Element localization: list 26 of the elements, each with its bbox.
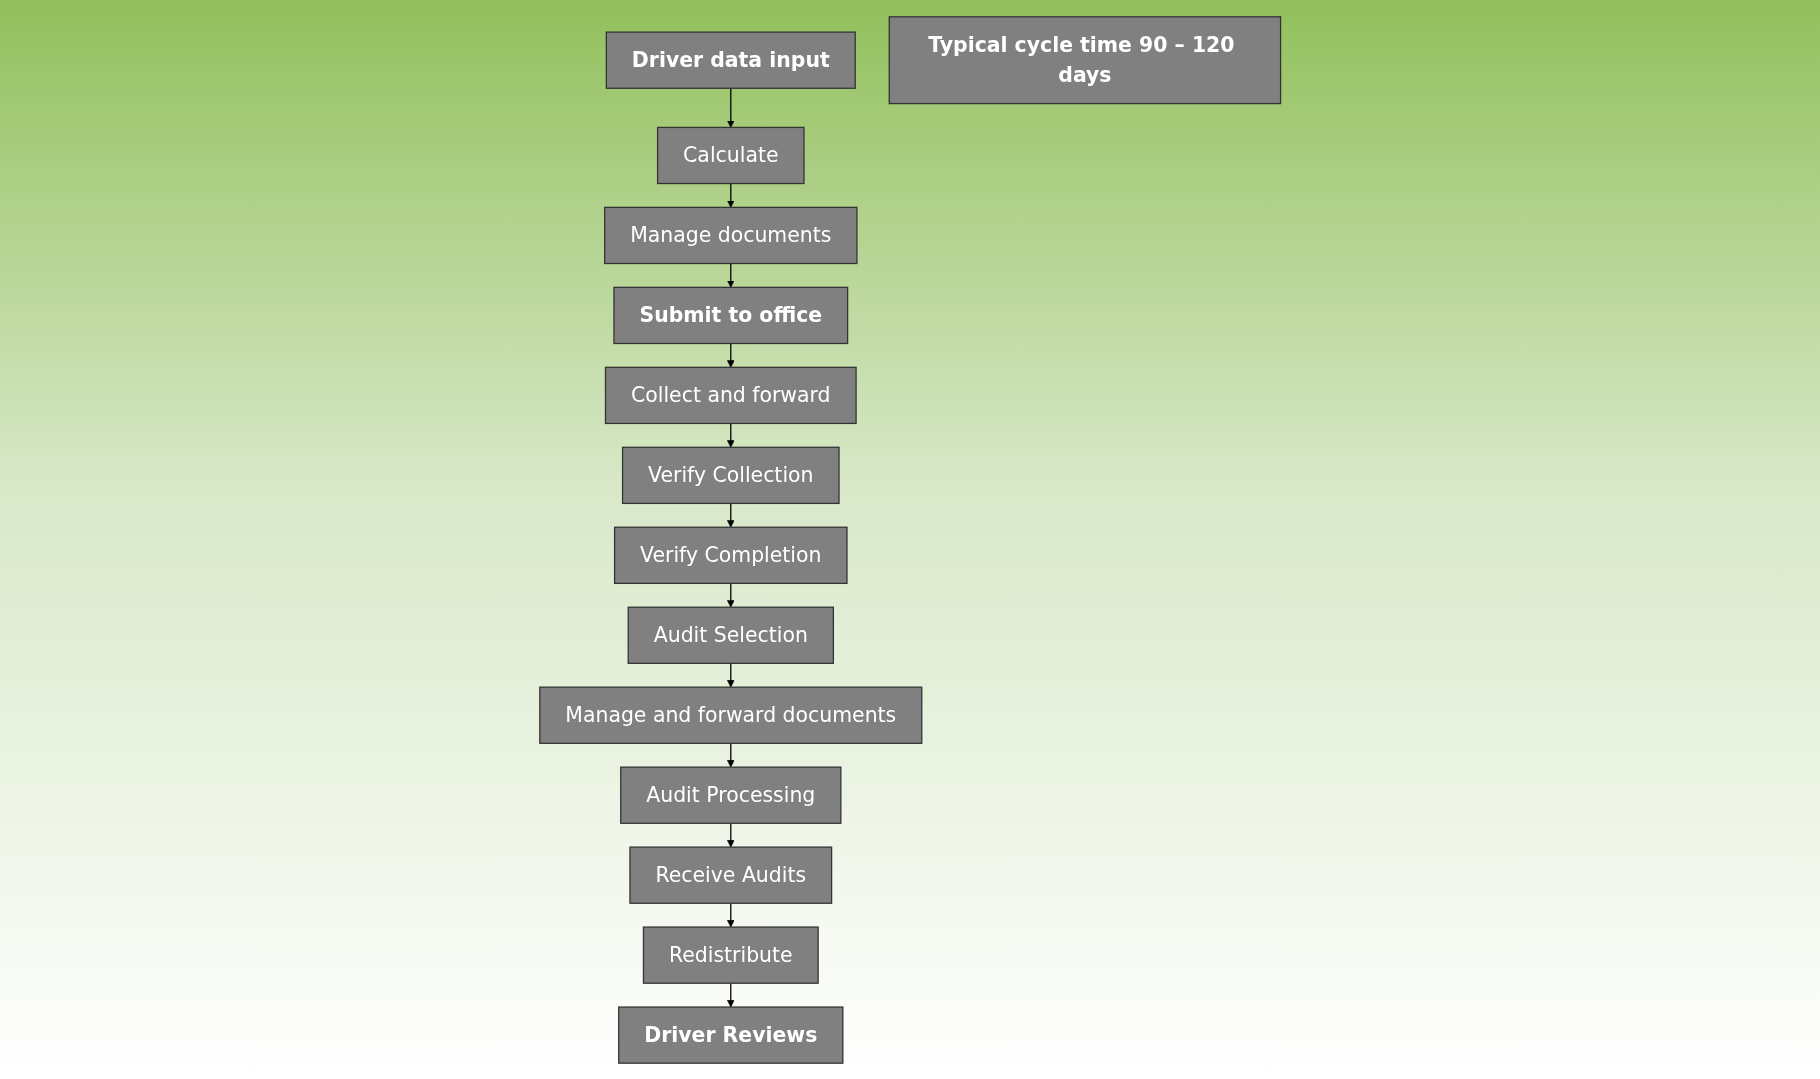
node-box: Typical cycle time 90 – 120 days xyxy=(888,15,1282,104)
node-box: Manage documents xyxy=(603,206,858,264)
arrow xyxy=(726,262,735,288)
arrow xyxy=(726,87,735,128)
arrow xyxy=(726,982,735,1007)
node-box: Receive Audits xyxy=(629,845,833,904)
node-box: Collect and forward xyxy=(604,366,857,424)
arrow xyxy=(726,422,735,448)
node-box: Audit Selection xyxy=(627,606,834,664)
node-box: Manage and forward documents xyxy=(538,686,923,744)
node-box: Verify Completion xyxy=(613,526,848,584)
arrow xyxy=(726,342,735,368)
node-box: Driver Reviews xyxy=(617,1005,844,1064)
node-box: Audit Processing xyxy=(619,766,842,824)
arrow xyxy=(726,902,735,927)
node-box: Submit to office xyxy=(613,286,849,344)
arrow xyxy=(726,502,735,528)
arrow xyxy=(726,662,735,687)
node-box: Verify Collection xyxy=(621,446,840,504)
arrow xyxy=(726,822,735,847)
arrow xyxy=(726,742,735,767)
node-box: Redistribute xyxy=(642,925,819,984)
node-box: Driver data input xyxy=(605,31,856,89)
arrow xyxy=(726,182,735,208)
node-box: Calculate xyxy=(656,126,805,184)
arrow xyxy=(726,582,735,608)
